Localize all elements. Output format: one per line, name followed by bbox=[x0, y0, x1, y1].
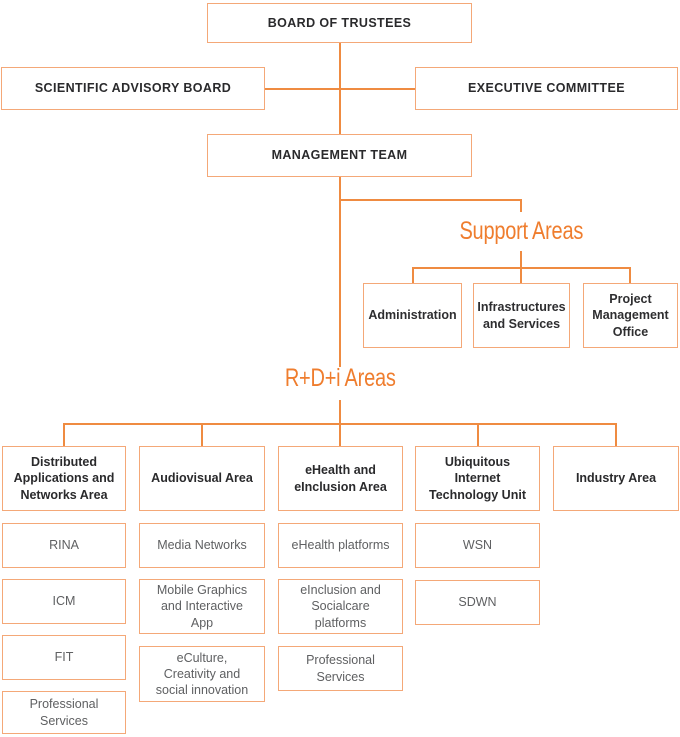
node-media-networks: Media Networks bbox=[139, 523, 265, 568]
node-ehealth-einclusion-area: eHealth and eInclusion Area bbox=[278, 446, 403, 511]
node-infrastructures-and-services: Infrastructures and Services bbox=[473, 283, 570, 348]
connector-line bbox=[201, 423, 203, 446]
node-scientific-advisory-board: SCIENTIFIC ADVISORY BOARD bbox=[1, 67, 265, 110]
connector-line bbox=[339, 199, 522, 201]
connector-line bbox=[412, 267, 414, 283]
node-wsn: WSN bbox=[415, 523, 540, 568]
node-rina: RINA bbox=[2, 523, 126, 568]
connector-line bbox=[477, 423, 479, 446]
node-sdwn: SDWN bbox=[415, 580, 540, 625]
connector-line bbox=[615, 423, 617, 446]
node-professional-services-ehealth: Professional Services bbox=[278, 646, 403, 691]
connector-line bbox=[339, 423, 341, 446]
node-icm: ICM bbox=[2, 579, 126, 624]
node-ubiquitous-internet-technology-unit: Ubiquitous Internet Technology Unit bbox=[415, 446, 540, 511]
node-project-management-office: Project Management Office bbox=[583, 283, 678, 348]
node-management-team: MANAGEMENT TEAM bbox=[207, 134, 472, 177]
node-administration: Administration bbox=[363, 283, 462, 348]
connector-line bbox=[629, 267, 631, 283]
node-board-of-trustees: BOARD OF TRUSTEES bbox=[207, 3, 472, 43]
node-audiovisual-area: Audiovisual Area bbox=[139, 446, 265, 511]
rdi-areas-title: R+D+i Areas bbox=[230, 364, 450, 393]
node-ehealth-platforms: eHealth platforms bbox=[278, 523, 403, 568]
connector-line bbox=[339, 177, 341, 367]
support-areas-title-text: Support Areas bbox=[459, 217, 583, 245]
node-mobile-graphics-interactive-app: Mobile Graphics and Interactive App bbox=[139, 579, 265, 634]
connector-line bbox=[520, 199, 522, 212]
connector-line bbox=[520, 251, 522, 268]
rdi-areas-title-text: R+D+i Areas bbox=[284, 364, 396, 392]
support-areas-title: Support Areas bbox=[411, 217, 631, 246]
connector-line bbox=[520, 267, 522, 283]
connector-line bbox=[265, 88, 415, 90]
node-professional-services-networks: Professional Services bbox=[2, 691, 126, 734]
node-einclusion-socialcare-platforms: eInclusion and Socialcare platforms bbox=[278, 579, 403, 634]
node-eculture-creativity-social-innovation: eCulture, Creativity and social innovati… bbox=[139, 646, 265, 702]
connector-line bbox=[63, 423, 65, 446]
node-distributed-applications-networks-area: Distributed Applications and Networks Ar… bbox=[2, 446, 126, 511]
node-fit: FIT bbox=[2, 635, 126, 680]
connector-line bbox=[339, 400, 341, 424]
node-executive-committee: EXECUTIVE COMMITTEE bbox=[415, 67, 678, 110]
node-industry-area: Industry Area bbox=[553, 446, 679, 511]
